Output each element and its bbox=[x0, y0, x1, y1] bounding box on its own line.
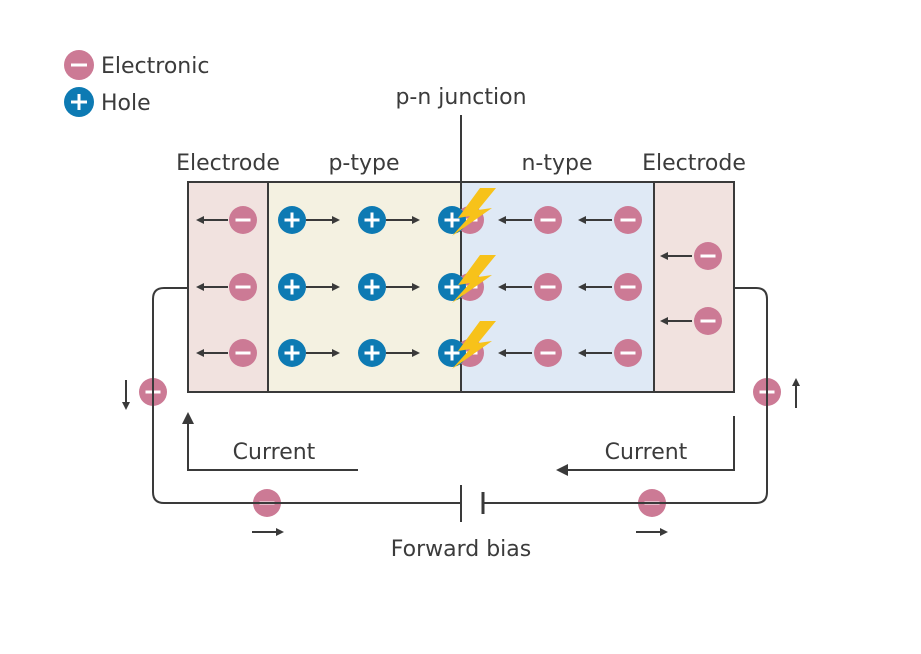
electron-icon bbox=[229, 206, 257, 234]
electron-icon bbox=[694, 307, 722, 335]
hole-icon bbox=[438, 339, 466, 367]
electron-icon bbox=[614, 339, 642, 367]
current-label-right: Current bbox=[605, 440, 688, 465]
electron-icon bbox=[534, 339, 562, 367]
hole-icon bbox=[358, 339, 386, 367]
legend-hole-icon bbox=[64, 87, 94, 117]
electron-icon bbox=[534, 206, 562, 234]
legend: Electronic Hole bbox=[64, 50, 209, 117]
lightning-icon bbox=[452, 255, 496, 303]
n-type-label: n-type bbox=[521, 151, 592, 176]
current-label-left: Current bbox=[233, 440, 316, 465]
lightning-icon bbox=[452, 188, 496, 236]
electron-icon bbox=[694, 242, 722, 270]
legend-hole-label: Hole bbox=[101, 91, 151, 116]
hole-icon bbox=[278, 273, 306, 301]
hole-icon bbox=[438, 206, 466, 234]
hole-icon bbox=[278, 206, 306, 234]
hole-icon bbox=[358, 273, 386, 301]
electron-icon bbox=[614, 273, 642, 301]
electron-icon bbox=[229, 273, 257, 301]
hole-icon bbox=[358, 206, 386, 234]
legend-electron-icon bbox=[64, 50, 94, 80]
right-wire bbox=[483, 287, 768, 504]
hole-icon bbox=[438, 273, 466, 301]
right-electrode bbox=[654, 182, 734, 392]
electron-icon bbox=[614, 206, 642, 234]
circuit bbox=[152, 287, 768, 522]
left-wire bbox=[152, 287, 461, 504]
left-electrode-label: Electrode bbox=[176, 151, 280, 176]
current-arrow-right bbox=[556, 416, 735, 476]
current-arrow-left bbox=[182, 412, 358, 471]
legend-electron-label: Electronic bbox=[101, 54, 209, 79]
electron-icon bbox=[229, 339, 257, 367]
lightning-icon bbox=[452, 321, 496, 369]
right-electrode-label: Electrode bbox=[642, 151, 746, 176]
bias-label: Forward bias bbox=[391, 537, 532, 562]
p-type-label: p-type bbox=[328, 151, 399, 176]
hole-icon bbox=[278, 339, 306, 367]
carriers bbox=[122, 188, 800, 536]
electron-icon bbox=[534, 273, 562, 301]
junction-label: p-n junction bbox=[395, 85, 526, 110]
battery-icon bbox=[460, 485, 485, 522]
